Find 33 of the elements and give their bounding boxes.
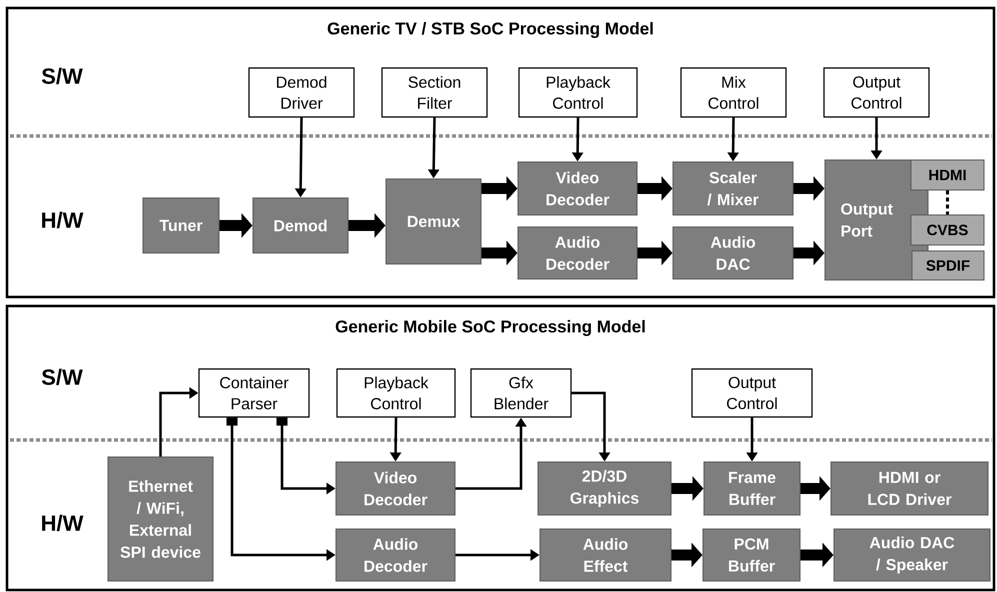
hardware-block: Scaler / Mixer [672,162,794,216]
software-box: Mix Control [680,67,787,118]
software-box: Demod Driver [248,67,355,118]
software-box: Section Filter [381,67,488,118]
hardware-block: Ethernet / WiFi, External SPI device [108,456,214,582]
hardware-block: PCM Buffer [702,528,800,582]
hardware-block: Audio Decoder [336,528,456,582]
layer-label: H/W [42,514,84,532]
software-box: Container Parser [198,368,310,418]
hardware-block: Frame Buffer [704,462,800,516]
layer-label: S/W [42,68,83,84]
software-box: Playback Control [518,67,638,118]
hardware-block: Video Decoder [518,162,638,216]
hardware-block: Tuner [142,198,220,254]
software-box: Output Control [823,67,930,118]
hardware-block: HDMI or LCD Driver [830,462,988,516]
port-box: SPDIF [912,250,984,280]
port-box: CVBS [910,214,984,246]
hardware-block: Audio Decoder [518,226,638,280]
hardware-block: Audio DAC / Speaker [834,528,990,582]
software-box: Gfx Blender [470,368,572,418]
hardware-block: Audio Effect [540,528,672,582]
software-box: Playback Control [336,368,456,418]
hardware-block: 2D/3D Graphics [538,462,672,516]
hardware-block: Demux [386,178,482,264]
layer-label: S/W [42,368,83,386]
port-box: HDMI [910,160,984,190]
layer-label: H/W [42,212,84,228]
dotted-connector [946,190,949,214]
hardware-block: Audio DAC [672,226,794,280]
software-box: Output Control [691,368,813,418]
hardware-block: Demod [252,198,348,254]
hardware-block: Video Decoder [336,462,456,516]
